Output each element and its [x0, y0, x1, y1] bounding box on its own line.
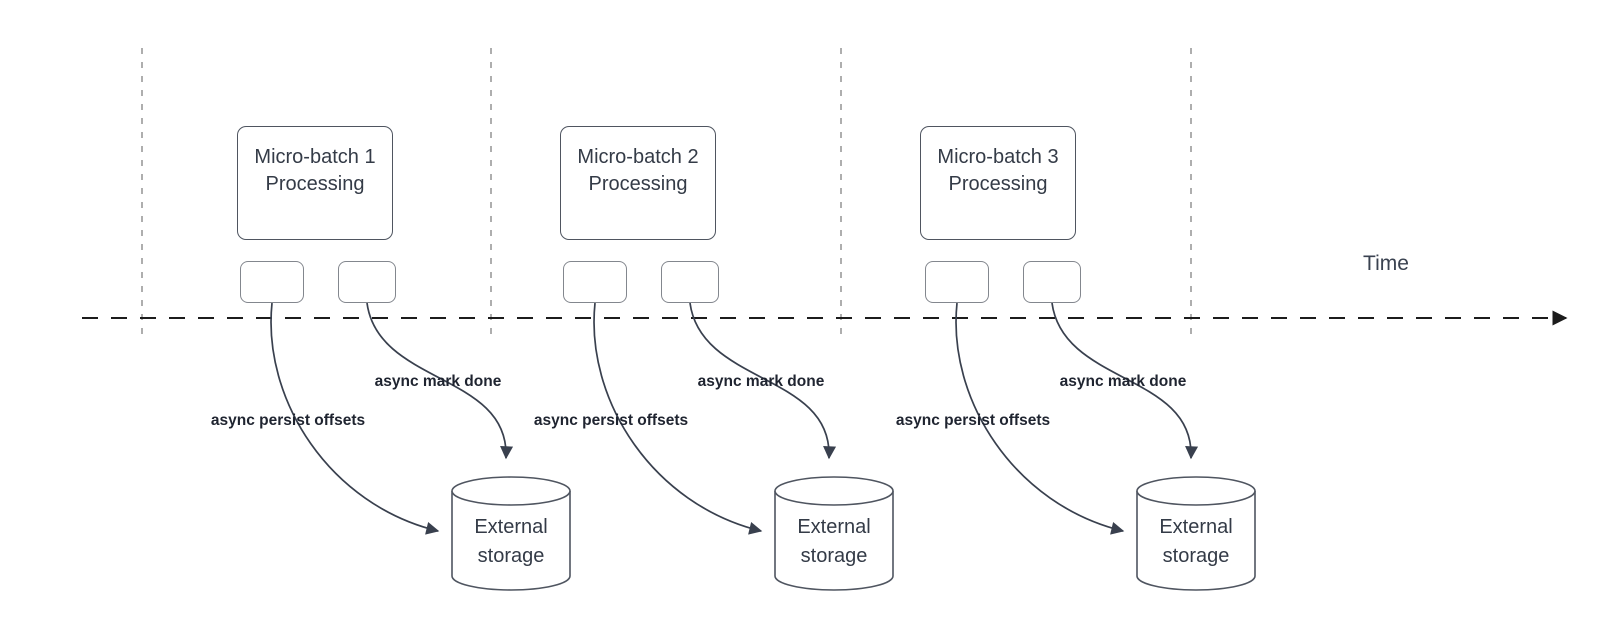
- storage-label-line2: storage: [477, 545, 545, 567]
- persist-offsets-task-box: [563, 261, 627, 303]
- storage-label-line2: storage: [800, 545, 868, 567]
- storage-label-line1: External: [1159, 516, 1233, 538]
- mark-done-label: async mark done: [1059, 373, 1187, 390]
- time-axis-label: Time: [1363, 252, 1409, 275]
- persist-offsets-arrow: [593, 302, 763, 535]
- storage-label-line1: External: [797, 516, 871, 538]
- micro-batch-1-processing-box: Micro-batch 1 Processing: [237, 126, 393, 240]
- mark-done-task-box: [338, 261, 396, 303]
- storage-label-line2: storage: [1162, 545, 1230, 567]
- processing-box-label-line1: Micro-batch 3: [937, 146, 1059, 168]
- mark-done-arrow: [1051, 302, 1199, 460]
- persist-offsets-label: async persist offsets: [895, 412, 1051, 429]
- mark-done-arrow: [689, 302, 837, 460]
- persist-offsets-arrow: [955, 302, 1125, 535]
- storage-label-line1: External: [474, 516, 548, 538]
- processing-box-label-line1: Micro-batch 1: [254, 146, 376, 168]
- persist-offsets-label: async persist offsets: [533, 412, 689, 429]
- mark-done-label: async mark done: [374, 373, 502, 390]
- micro-batch-3-processing-box: Micro-batch 3 Processing: [920, 126, 1076, 240]
- processing-box-label-line2: Processing: [588, 173, 688, 195]
- persist-offsets-task-box: [240, 261, 304, 303]
- persist-offsets-arrow: [270, 302, 440, 535]
- mark-done-task-box: [1023, 261, 1081, 303]
- micro-batch-2-processing-box: Micro-batch 2 Processing: [560, 126, 716, 240]
- processing-box-label-line2: Processing: [948, 173, 1048, 195]
- external-storage-cylinder: [1136, 476, 1256, 591]
- external-storage-label: External storage: [452, 503, 570, 581]
- processing-box-label-line1: Micro-batch 2: [577, 146, 699, 168]
- external-storage-label: External storage: [1137, 503, 1255, 581]
- mark-done-arrow: [366, 302, 514, 460]
- persist-offsets-label: async persist offsets: [210, 412, 366, 429]
- external-storage-cylinder: [774, 476, 894, 591]
- mark-done-task-box: [661, 261, 719, 303]
- persist-offsets-task-box: [925, 261, 989, 303]
- mark-done-label: async mark done: [697, 373, 825, 390]
- external-storage-cylinder: [451, 476, 571, 591]
- external-storage-label: External storage: [775, 503, 893, 581]
- processing-box-label-line2: Processing: [265, 173, 365, 195]
